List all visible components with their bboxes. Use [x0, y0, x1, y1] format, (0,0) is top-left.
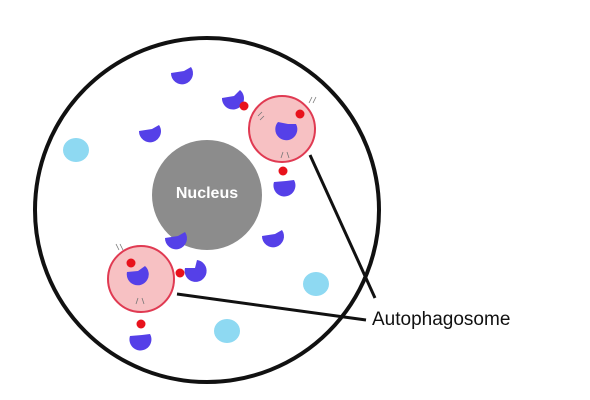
autophagosome — [107, 243, 175, 313]
pointer-line — [176, 292, 367, 322]
tag-dot — [295, 109, 305, 119]
vesicle — [303, 272, 329, 296]
tag-dot — [239, 101, 249, 111]
protein-icon — [126, 266, 149, 286]
tagged-protein — [129, 319, 152, 351]
protein-icon — [164, 232, 187, 250]
receptor-marks — [257, 96, 317, 159]
vesicle — [63, 138, 89, 162]
tagged-protein — [175, 260, 207, 282]
protein-icon — [261, 230, 284, 248]
pointer-line — [308, 154, 377, 299]
tagged-protein — [273, 166, 296, 197]
autophagosome — [248, 95, 317, 163]
tag-dot — [136, 319, 146, 329]
protein-icon — [275, 122, 298, 141]
protein-icon — [138, 125, 161, 143]
nucleus-label: Nucleus — [175, 185, 239, 202]
autophagosome-label: Autophagosome — [372, 309, 511, 330]
tag-dot — [126, 258, 136, 268]
tag-dot — [175, 268, 185, 278]
receptor-marks — [115, 243, 145, 305]
vesicle — [214, 319, 240, 343]
tag-dot — [278, 166, 288, 176]
nucleus — [152, 140, 262, 250]
protein-icon — [170, 67, 193, 85]
tagged-protein — [221, 90, 249, 111]
